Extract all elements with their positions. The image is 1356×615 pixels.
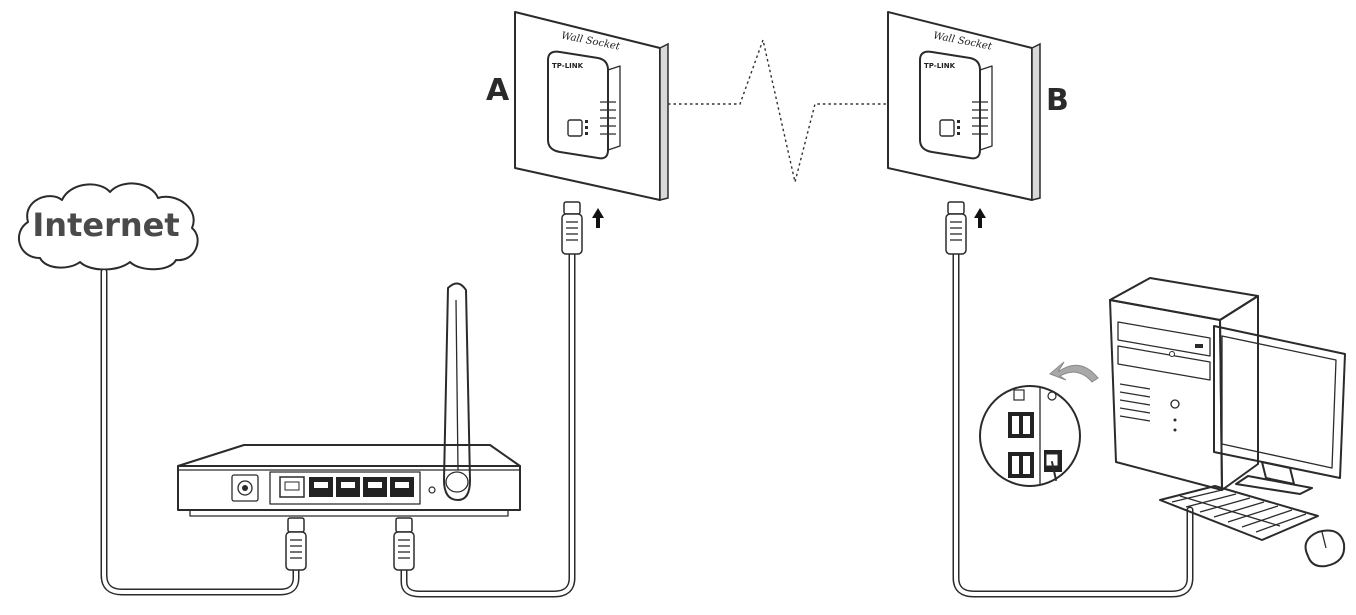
rear-panel-zoom	[979, 385, 1081, 487]
adapter-b-brand: TP-LINK	[924, 62, 956, 70]
computer-tower	[1109, 277, 1259, 491]
arrow-up-icon	[974, 208, 986, 228]
adapter-b-label: B	[1046, 83, 1069, 118]
cable-adapter-b-computer	[952, 248, 1194, 598]
computer-keyboard	[1159, 485, 1319, 541]
cable-router-adapter-a	[400, 248, 576, 598]
router-reset-button	[428, 486, 436, 494]
curved-arrow-icon	[1049, 361, 1099, 383]
powerline-adapter-a: TP-LINK	[547, 50, 621, 160]
adapter-a-label: A	[486, 73, 510, 108]
ethernet-plug-router-lan	[393, 517, 415, 571]
computer-mouse	[1304, 529, 1346, 568]
internet-label: Internet	[32, 206, 179, 244]
cable-internet-router	[100, 268, 300, 596]
wall-socket-a-label: Wall Socket	[560, 30, 621, 52]
internet-cloud: Internet	[18, 182, 199, 271]
router	[177, 282, 521, 517]
router-antenna	[443, 282, 471, 501]
wall-socket-b: Wall Socket	[887, 11, 1041, 201]
router-power-socket	[231, 474, 259, 502]
ethernet-plug-adapter-b	[945, 201, 967, 255]
powerline-link	[668, 37, 888, 183]
wall-socket-a: Wall Socket	[514, 11, 669, 201]
router-lan-ports	[309, 477, 414, 497]
arrow-up-icon	[592, 208, 604, 228]
wall-socket-b-label: Wall Socket	[932, 30, 993, 52]
ethernet-plug-router-wan	[285, 517, 307, 571]
adapter-a-brand: TP-LINK	[552, 62, 584, 70]
ethernet-plug-adapter-a	[561, 201, 583, 255]
powerline-adapter-b: TP-LINK	[919, 50, 993, 160]
computer-monitor	[1213, 325, 1346, 495]
router-wan-port	[279, 476, 305, 498]
